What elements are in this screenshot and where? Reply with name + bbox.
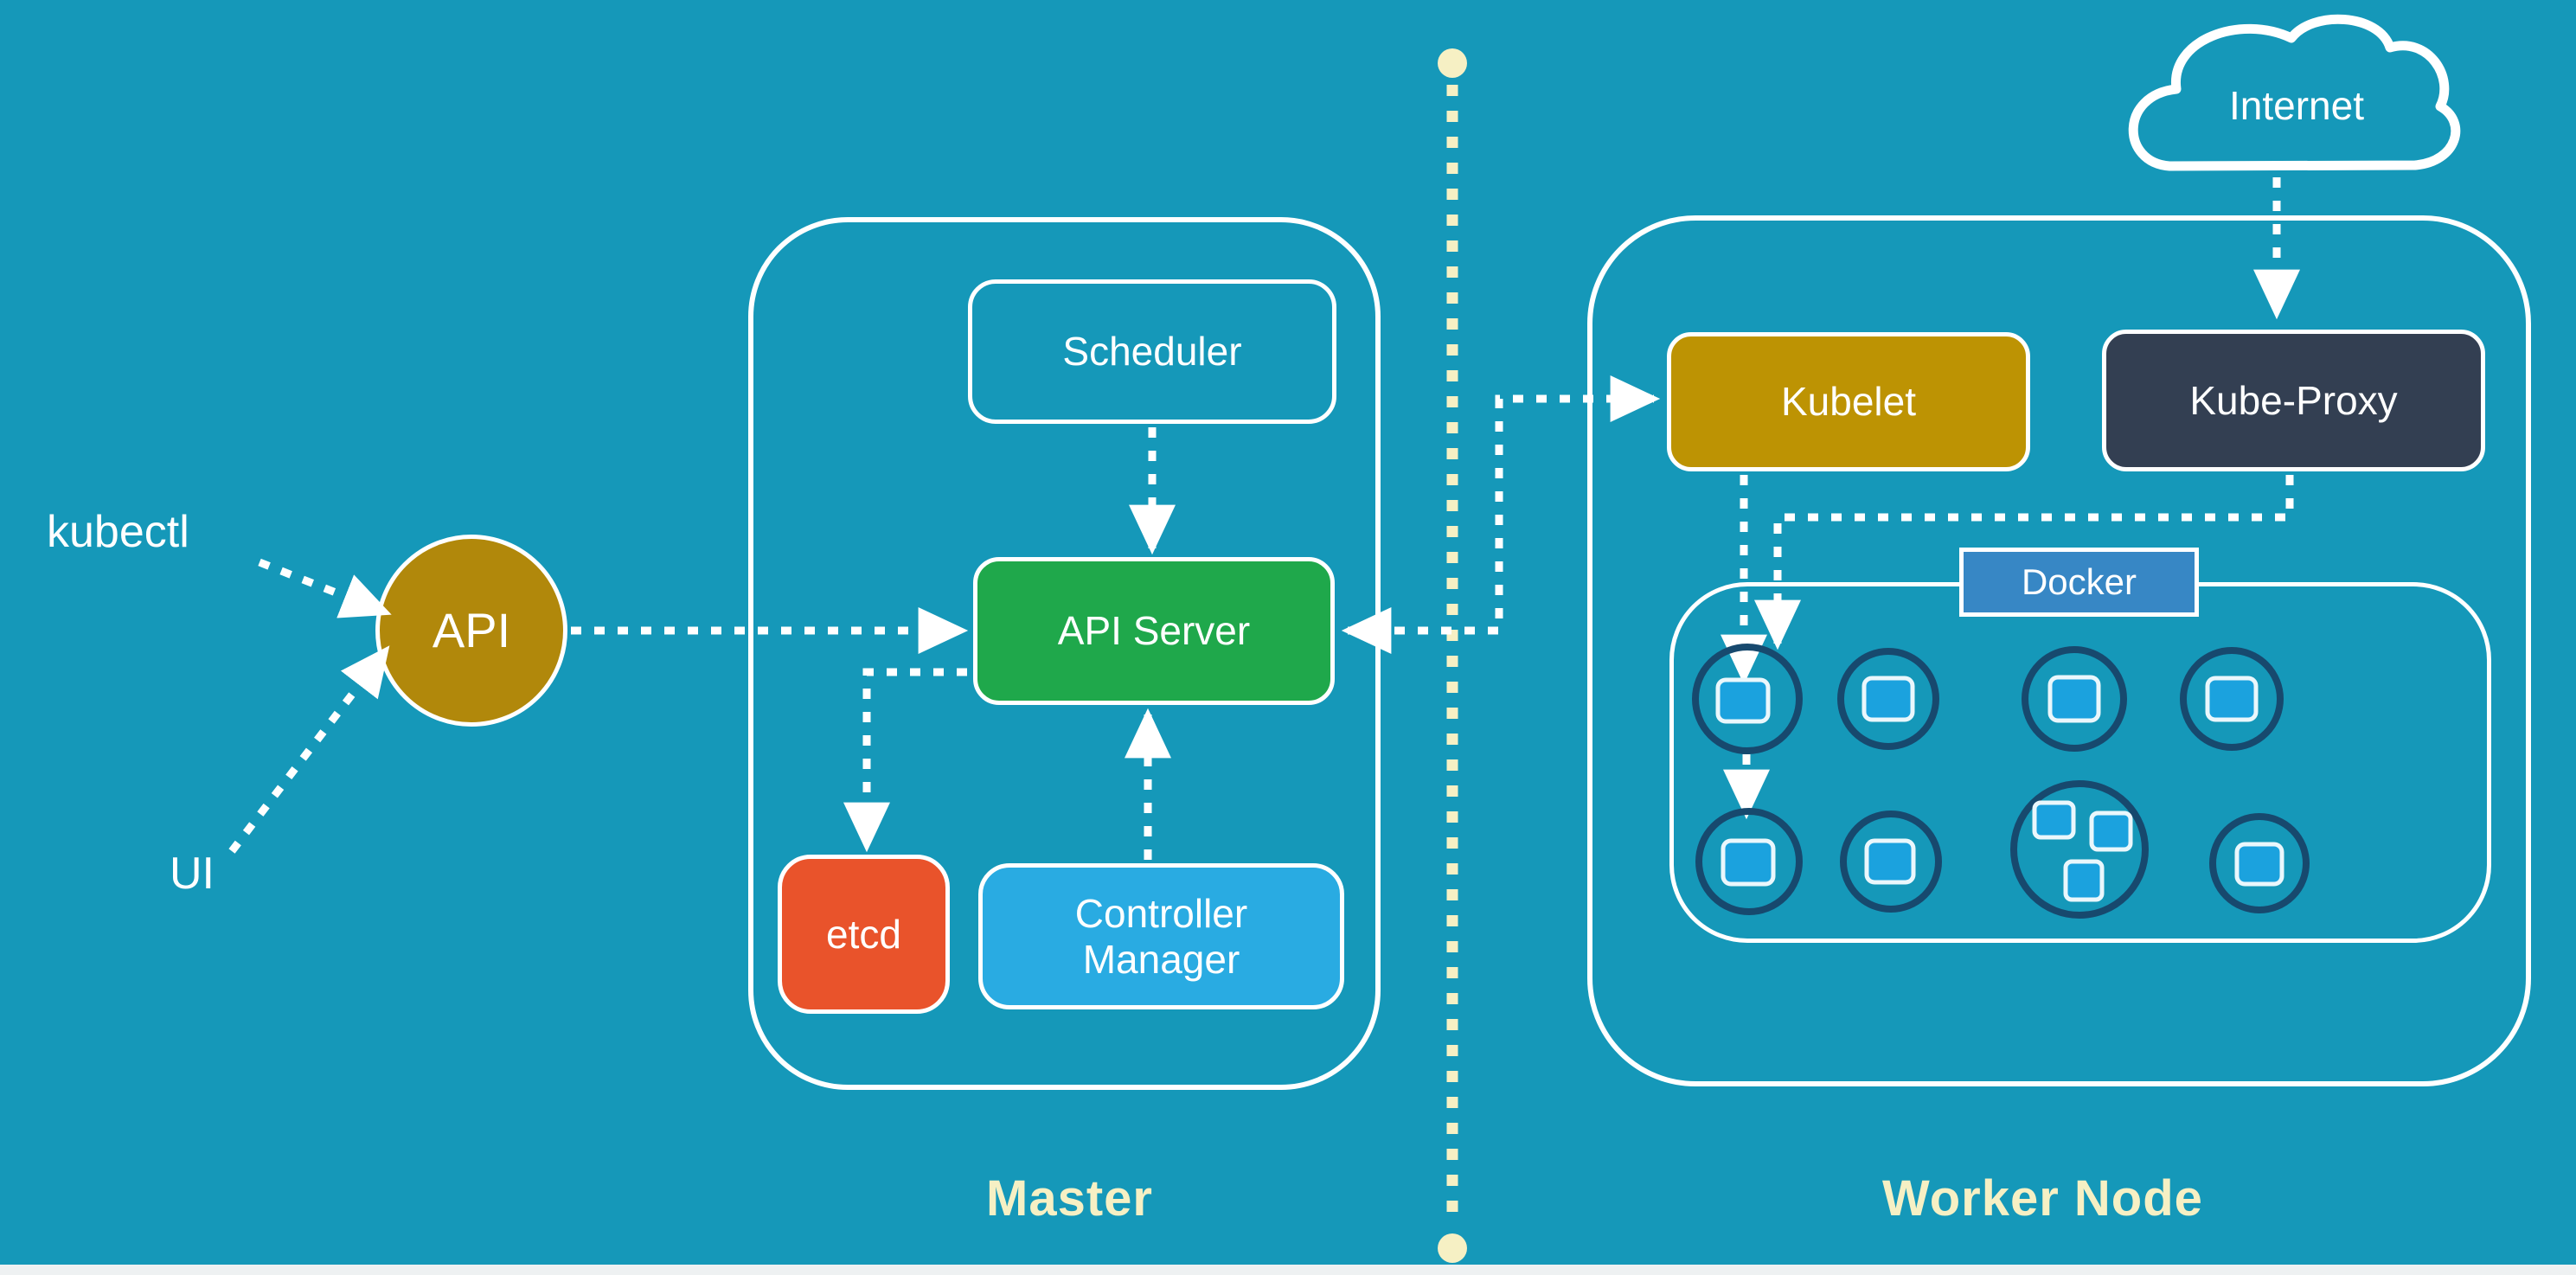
ui-label: UI bbox=[170, 849, 215, 899]
etcd-box: etcd bbox=[778, 855, 950, 1014]
etcd-label: etcd bbox=[826, 911, 901, 957]
pods-box bbox=[1669, 582, 2491, 943]
scheduler-label: Scheduler bbox=[1062, 329, 1242, 375]
scheduler-box: Scheduler bbox=[968, 279, 1336, 424]
divider-bottom-dot bbox=[1438, 1233, 1467, 1263]
master-section-label: Master bbox=[986, 1170, 1153, 1227]
internet-label: Internet bbox=[2229, 83, 2364, 128]
controller-manager-label: Controller Manager bbox=[1074, 890, 1248, 982]
kube-proxy-label: Kube-Proxy bbox=[2189, 377, 2398, 423]
connector-ui-api bbox=[228, 645, 390, 854]
api-label: API bbox=[432, 602, 511, 657]
kubelet-box: Kubelet bbox=[1667, 332, 2030, 471]
divider-top-dot bbox=[1438, 48, 1467, 78]
kube-proxy-box: Kube-Proxy bbox=[2102, 330, 2485, 471]
bottom-edge-strip bbox=[0, 1265, 2576, 1275]
docker-label-box: Docker bbox=[1959, 548, 2199, 617]
controller-manager-box: Controller Manager bbox=[978, 863, 1344, 1009]
kubelet-label: Kubelet bbox=[1780, 379, 1916, 425]
connector-kubectl-api bbox=[258, 558, 392, 618]
master-worker-divider bbox=[1438, 48, 1467, 1263]
api-server-box: API Server bbox=[973, 557, 1335, 705]
docker-label: Docker bbox=[2021, 561, 2137, 602]
api-circle: API bbox=[375, 535, 567, 727]
worker-section-label: Worker Node bbox=[1882, 1170, 2203, 1227]
api-server-label: API Server bbox=[1057, 608, 1251, 654]
kubectl-label: kubectl bbox=[47, 507, 189, 557]
